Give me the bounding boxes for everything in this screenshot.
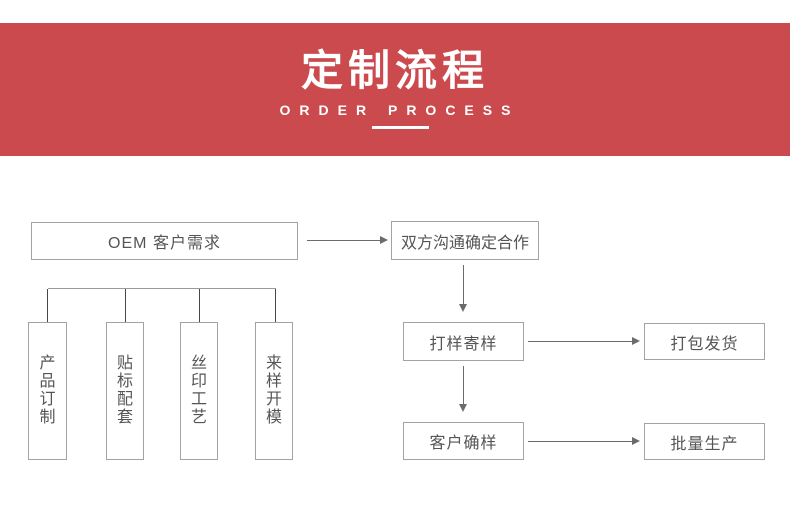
arrow-confirm-to-mass-production bbox=[528, 437, 640, 445]
branch-drop-line bbox=[275, 289, 276, 322]
branch-node-sample-mold: 来样开模 bbox=[255, 322, 293, 460]
page-subtitle: ORDER PROCESS bbox=[279, 102, 520, 118]
branch-drop-line bbox=[47, 289, 48, 322]
branch-drop-line bbox=[199, 289, 200, 322]
node-negotiation-confirm-cooperation: 双方沟通确定合作 bbox=[391, 221, 539, 260]
branch-node-silkscreen-craft: 丝印工艺 bbox=[180, 322, 218, 460]
branch-node-labeling-package: 贴标配套 bbox=[106, 322, 144, 460]
node-customer-confirm-sample: 客户确样 bbox=[403, 422, 524, 460]
branch-rail-line bbox=[48, 288, 276, 289]
page-title: 定制流程 bbox=[300, 47, 489, 94]
arrow-negotiation-to-sample bbox=[459, 265, 467, 312]
branch-node-label: 产品订制 bbox=[39, 355, 56, 426]
node-oem-customer-demand: OEM 客户需求 bbox=[31, 222, 298, 260]
branch-drop-line bbox=[125, 289, 126, 322]
arrow-oem-to-negotiation bbox=[307, 236, 388, 244]
node-pack-ship: 打包发货 bbox=[644, 323, 765, 360]
branch-node-product-customization: 产品订制 bbox=[28, 322, 67, 460]
title-underline bbox=[371, 126, 429, 129]
branch-node-label: 来样开模 bbox=[266, 355, 283, 426]
branch-node-label: 丝印工艺 bbox=[191, 355, 208, 426]
node-mass-production: 批量生产 bbox=[644, 423, 765, 460]
branch-node-label: 贴标配套 bbox=[117, 355, 134, 426]
arrow-sample-to-ship bbox=[528, 337, 640, 345]
header-banner: 定制流程 ORDER PROCESS bbox=[0, 23, 790, 156]
node-proof-sample: 打样寄样 bbox=[403, 322, 524, 361]
arrow-sample-to-confirm bbox=[459, 366, 467, 412]
